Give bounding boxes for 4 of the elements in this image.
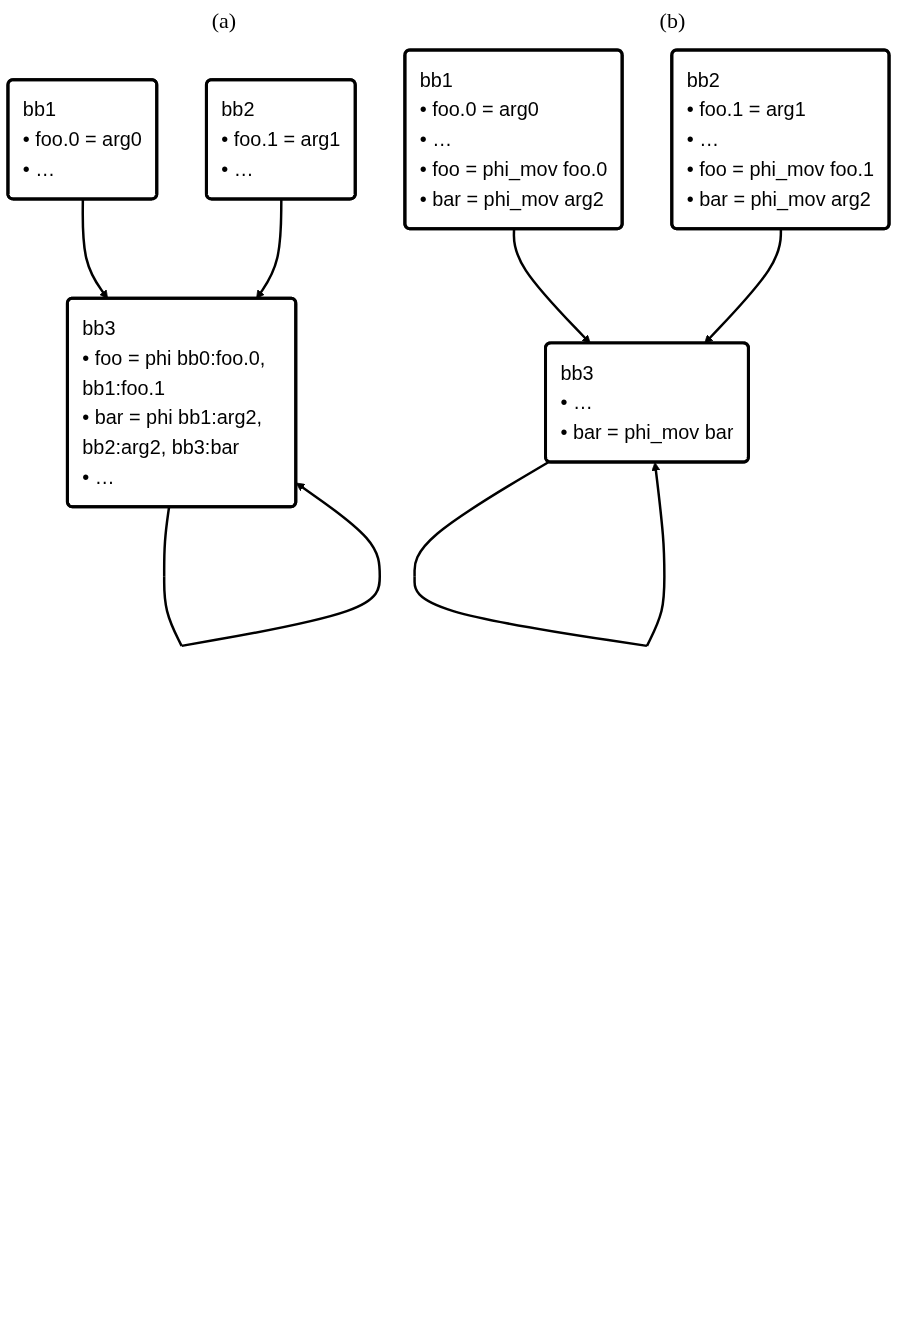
arrow xyxy=(413,460,666,648)
panel-label: (b) xyxy=(659,8,686,34)
panel-label: (a) xyxy=(211,8,237,34)
arrow xyxy=(162,482,381,648)
